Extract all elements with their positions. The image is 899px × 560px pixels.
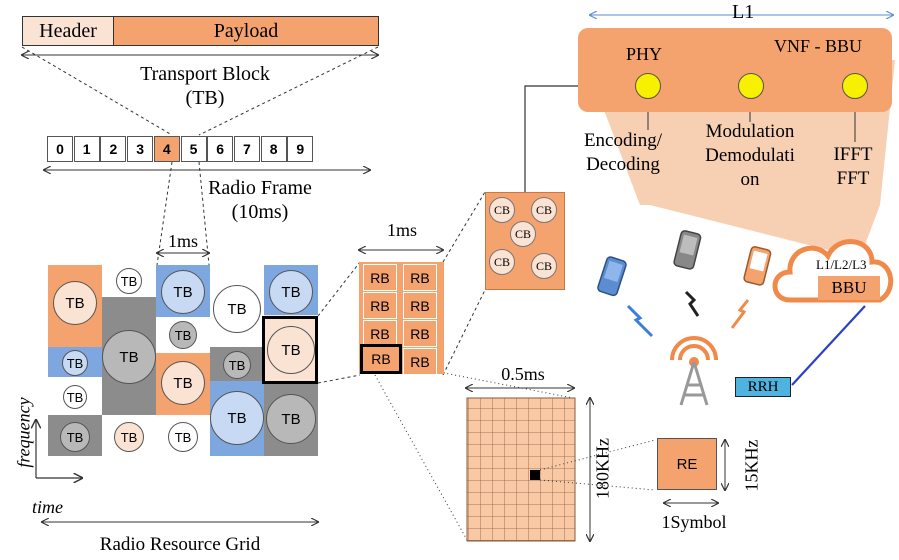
subframe-1: 1 xyxy=(73,136,100,162)
time-label: time xyxy=(32,497,63,517)
function-encoding-line2: Decoding xyxy=(586,154,660,175)
function-modulation-line1: Modulation xyxy=(705,121,795,142)
phone-icon-gray xyxy=(673,230,702,270)
radio-frame-label-line1: Radio Frame xyxy=(208,177,312,199)
tb-circle: TB xyxy=(161,361,205,405)
lightning-icon-black xyxy=(684,290,700,317)
tb-circle: TB xyxy=(169,321,197,349)
tb-circle: TB xyxy=(63,385,87,409)
tb-circle: TB xyxy=(114,422,144,452)
re-cell-label: RE xyxy=(676,455,698,473)
function-fft: IFFT FFT xyxy=(818,143,888,191)
rrh-label: RRH xyxy=(747,378,779,395)
re-highlight xyxy=(530,470,540,480)
zoom-cone-lower xyxy=(650,205,880,258)
lightning-icon-orange xyxy=(730,299,750,329)
phy-node-ifft xyxy=(842,73,868,99)
tb-circle: TB xyxy=(266,394,316,444)
subframe-3: 3 xyxy=(127,136,154,162)
tb-circle: TB xyxy=(116,268,142,294)
tb-circle: TB xyxy=(267,326,315,374)
function-modulation: Modulation Demodulati on xyxy=(690,120,810,192)
subframe-6: 6 xyxy=(207,136,234,162)
tb-header-label: Header xyxy=(39,19,97,42)
phone-icon-orange xyxy=(743,246,772,286)
lightning-icon-blue xyxy=(626,304,654,338)
frequency-label: frequency xyxy=(13,397,34,468)
re-cell: RE xyxy=(657,438,717,490)
function-fft-line2: FFT xyxy=(836,168,870,189)
tb-circle: TB xyxy=(102,330,156,384)
rb-cell: RB xyxy=(363,320,397,347)
subframe-9: 9 xyxy=(287,136,314,162)
tb-title: Transport Block (TB) xyxy=(90,62,320,110)
radio-frame-label: Radio Frame (10ms) xyxy=(180,176,340,224)
phy-label: PHY xyxy=(626,44,663,64)
grid-caption: Radio Resource Grid xyxy=(99,534,261,555)
grid-subframe-duration: 1ms xyxy=(167,231,198,251)
rb-cell: RB xyxy=(403,264,437,291)
rb-cell: RB xyxy=(403,292,437,319)
subframe-0: 0 xyxy=(47,136,73,162)
radio-frame-label-line2: (10ms) xyxy=(231,201,289,223)
tb-circle: TB xyxy=(161,270,205,314)
subframe-2: 2 xyxy=(100,136,127,162)
rrh-box: RRH xyxy=(735,377,791,397)
subframe-7: 7 xyxy=(233,136,260,162)
cb-circle: CB xyxy=(531,197,557,223)
subframe-4: 4 xyxy=(153,136,180,162)
function-encoding: Encoding/ Decoding xyxy=(568,129,678,177)
antenna-tower-icon xyxy=(670,336,718,406)
cb-circle: CB xyxy=(489,197,515,223)
function-encoding-line1: Encoding/ xyxy=(583,130,663,151)
re-symbol-label: 1Symbol xyxy=(661,512,727,532)
tb-circle: TB xyxy=(269,270,313,314)
tb-circle: TB xyxy=(62,350,88,376)
tb-payload-label: Payload xyxy=(213,19,279,42)
subframe-5: 5 xyxy=(180,136,207,162)
re-subcarrier-spacing: 15KHz xyxy=(741,439,762,492)
cloud-layers-label: L1/L2/L3 xyxy=(816,257,867,272)
tb-payload-cell: Payload xyxy=(113,16,379,46)
phy-node-modulation xyxy=(738,73,764,99)
re-grid xyxy=(466,397,576,542)
rb-cell: RB xyxy=(403,348,437,375)
rb-cell: RB xyxy=(363,292,397,319)
function-fft-line1: IFFT xyxy=(833,144,873,165)
rb-cell: RB xyxy=(363,264,397,291)
tb-circle: TB xyxy=(223,351,251,379)
tb-circle: TB xyxy=(213,285,261,333)
rb-duration: 1ms xyxy=(386,220,417,240)
re-slot-duration: 0.5ms xyxy=(501,364,545,384)
vnf-title: VNF - BBU xyxy=(774,36,863,56)
l1-label: L1 xyxy=(732,1,755,23)
phone-icon-blue xyxy=(597,256,627,297)
rb-cell: RB xyxy=(360,344,402,374)
bbu-box: BBU xyxy=(818,276,880,300)
rb-cell: RB xyxy=(403,320,437,347)
tb-title-line1: Transport Block xyxy=(140,63,270,85)
bbu-label: BBU xyxy=(831,278,867,297)
tb-circle: TB xyxy=(210,391,264,445)
subframe-8: 8 xyxy=(260,136,287,162)
tb-circle: TB xyxy=(60,422,90,452)
cb-circle: CB xyxy=(531,253,557,279)
tb-header-cell: Header xyxy=(22,16,114,46)
phy-node-encoding xyxy=(635,73,661,99)
function-modulation-line2: Demodulati xyxy=(705,145,795,166)
re-bandwidth: 180KHz xyxy=(592,438,613,499)
vnf-panel xyxy=(578,28,892,112)
tb-circle: TB xyxy=(168,422,198,452)
tb-title-line2: (TB) xyxy=(185,87,225,109)
function-modulation-line3: on xyxy=(740,169,760,190)
cb-circle: CB xyxy=(489,249,515,275)
tb-circle: TB xyxy=(53,281,97,325)
cb-circle: CB xyxy=(510,221,536,247)
